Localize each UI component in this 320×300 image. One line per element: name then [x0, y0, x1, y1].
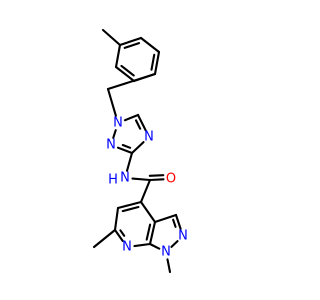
bond-tol-c6-tol-c1	[114, 43, 122, 69]
atom-label-pyr-n7: N	[122, 240, 132, 255]
bond-tri-n2-tri-n1	[112, 129, 117, 139]
bond-tol-c2-tol-c3	[139, 36, 161, 54]
atom-label-pyr-n1: N	[161, 245, 171, 260]
bond-tol-c1-tol-c2	[118, 36, 143, 47]
bond-inner-tol-c1-tol-c2	[123, 42, 141, 49]
bond-pyr-n7-pyr-c7a	[133, 242, 152, 248]
bond-pyr-n1-n1-methyl	[166, 258, 172, 274]
bond-tol-c3-tol-c4	[153, 50, 161, 76]
atom-label-tri-n4: N	[144, 130, 154, 145]
bond-tri-c3-tri-n2	[116, 146, 134, 155]
bond-pyr-n1-pyr-c7a	[148, 242, 161, 250]
bond-inner-tri-c3-tri-n2	[121, 143, 132, 149]
bond-inner-pyr-c3-pyr-n2	[172, 218, 177, 228]
bond-inner-pyr-c4-pyr-c5	[121, 205, 140, 213]
bond-pyr-c3a-pyr-c4	[139, 200, 157, 224]
bond-pyr-c3-pyr-n2	[174, 213, 182, 230]
atom-label-amide-n: N	[120, 171, 130, 186]
atom-label-tri-n1: N	[113, 116, 123, 131]
bond-pyr-n2-pyr-n1	[170, 240, 179, 248]
atom-label-amide-h: H	[108, 173, 118, 188]
bond-tri-c5-tri-n4	[136, 113, 147, 132]
atom-label-tri-n2: N	[106, 138, 116, 153]
bond-pyr-c6-c6-methyl	[92, 228, 117, 249]
bond-second-carbonyl-c-carbonyl-o	[148, 174, 165, 177]
bond-ch2-tri-n1	[106, 87, 117, 117]
bond-inner-tri-c5-tri-n4	[134, 119, 142, 130]
bond-pyr-c7a-pyr-c3a	[148, 220, 157, 246]
bond-pyr-c6-pyr-n7	[113, 228, 124, 242]
bond-pyr-c5-pyr-c6	[113, 206, 120, 232]
bond-tri-n4-tri-c3	[130, 141, 145, 155]
bond-tri-c3-amide-n	[125, 151, 134, 172]
bond-amide-n-carbonyl-c	[131, 177, 152, 182]
atom-label-pyr-n2: N	[178, 229, 188, 244]
bond-tol-c5-tol-c6	[114, 65, 136, 83]
bond-tri-n1-tri-c5	[123, 113, 140, 122]
bond-inner-pyr-c6-pyr-n7	[119, 229, 126, 237]
bond-layer	[92, 28, 182, 274]
bond-methyl-top-tol-c1	[101, 28, 122, 47]
bond-inner-pyr-c7a-pyr-c3a	[145, 223, 152, 241]
bond-pyr-c4-pyr-c5	[116, 200, 143, 210]
bond-inner-tol-c5-tol-c6	[120, 64, 135, 77]
bond-pyr-c3a-pyr-c3	[153, 213, 178, 224]
bond-carbonyl-c-carbonyl-o	[148, 178, 165, 182]
atom-label-carbonyl-o: O	[166, 172, 176, 187]
bond-inner-tol-c3-tol-c4	[150, 53, 156, 71]
bond-carbonyl-c-pyr-c4	[139, 178, 152, 204]
bond-tol-c4-ch2	[106, 72, 157, 91]
